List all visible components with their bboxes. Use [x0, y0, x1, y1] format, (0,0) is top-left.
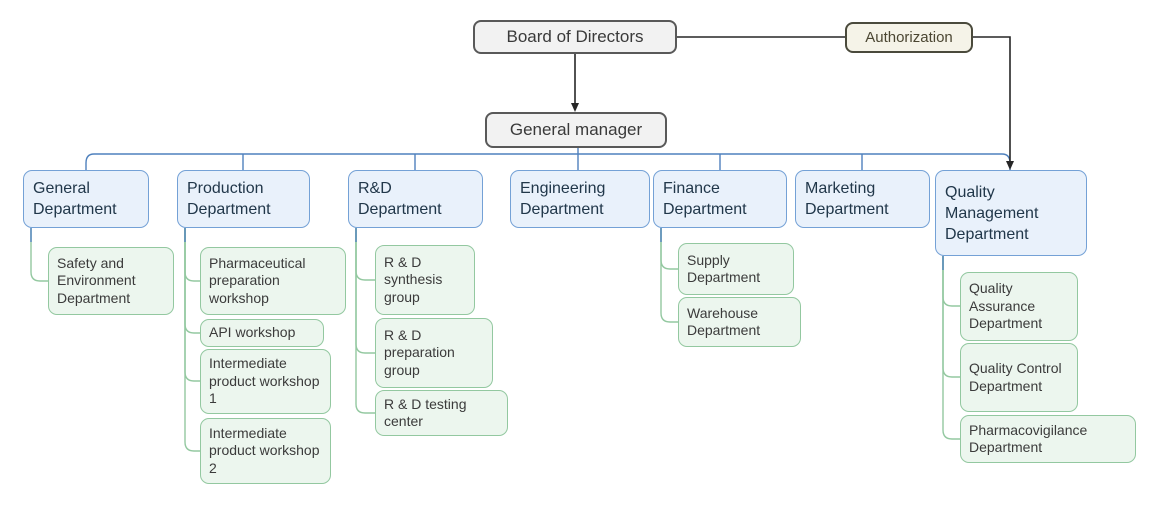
node-iw1[interactable]: Intermediate product workshop 1	[200, 349, 331, 414]
node-qc[interactable]: Quality Control Department	[960, 343, 1078, 412]
node-board[interactable]: Board of Directors	[473, 20, 677, 54]
node-production[interactable]: Production Department	[177, 170, 310, 228]
connector-segment	[184, 228, 200, 382]
connector-segment	[184, 228, 200, 452]
node-engineering[interactable]: Engineering Department	[510, 170, 650, 228]
node-safety[interactable]: Safety and Environment Department	[48, 247, 174, 315]
connector-segment	[660, 228, 678, 323]
connector-segment	[355, 228, 375, 281]
node-marketing[interactable]: Marketing Department	[795, 170, 930, 228]
node-general[interactable]: General Department	[23, 170, 149, 228]
connector-segment	[942, 256, 960, 440]
node-pharmacovigilance[interactable]: Pharmacovigilance Department	[960, 415, 1136, 463]
node-rnd_testing[interactable]: R & D testing center	[375, 390, 508, 436]
node-warehouse[interactable]: Warehouse Department	[678, 297, 801, 347]
arrowhead-icon	[1006, 161, 1014, 170]
connector-segment	[85, 153, 1011, 170]
node-rnd_synthesis[interactable]: R & D synthesis group	[375, 245, 475, 315]
connector-segment	[942, 256, 960, 307]
node-authorization[interactable]: Authorization	[845, 22, 973, 53]
node-rnd[interactable]: R&D Department	[348, 170, 483, 228]
connector-segment	[973, 36, 1011, 162]
arrowhead-icon	[571, 103, 579, 112]
connector-segment	[660, 228, 678, 270]
node-supply[interactable]: Supply Department	[678, 243, 794, 295]
node-gm[interactable]: General manager	[485, 112, 667, 148]
connector-segment	[184, 228, 200, 282]
node-finance[interactable]: Finance Department	[653, 170, 787, 228]
node-pharma_prep[interactable]: Pharmaceutical preparation workshop	[200, 247, 346, 315]
node-qm[interactable]: Quality Management Department	[935, 170, 1087, 256]
node-api[interactable]: API workshop	[200, 319, 324, 347]
node-rnd_preparation[interactable]: R & D preparation group	[375, 318, 493, 388]
node-qa[interactable]: Quality Assurance Department	[960, 272, 1078, 341]
connector-segment	[355, 228, 375, 354]
node-iw2[interactable]: Intermediate product workshop 2	[200, 418, 331, 484]
connector-segment	[30, 228, 48, 282]
connector-segment	[355, 228, 375, 414]
connector-segment	[942, 256, 960, 378]
